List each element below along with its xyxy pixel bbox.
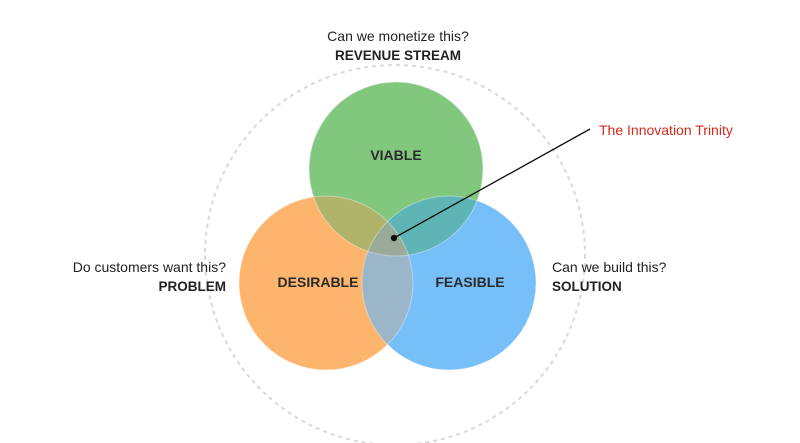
outer-dashed-ring	[204, 64, 586, 443]
top-question: Can we monetize this?	[327, 28, 469, 44]
left-label: PROBLEM	[159, 279, 227, 294]
feasible-outline	[361, 195, 537, 371]
desirable-label: DESIRABLE	[278, 274, 359, 290]
viable-label: VIABLE	[370, 147, 421, 163]
feasible-label: FEASIBLE	[435, 274, 504, 290]
callout-pointer-line	[393, 128, 591, 239]
viable-desirable-overlap	[309, 196, 413, 256]
innovation-trinity-callout: The Innovation Trinity	[599, 122, 733, 138]
left-question: Do customers want this?	[73, 259, 226, 275]
right-label: SOLUTION	[552, 279, 622, 294]
desirable-outline	[238, 195, 414, 371]
callout-pointer-dot	[390, 234, 398, 242]
viable-outline	[308, 81, 484, 257]
top-label: REVENUE STREAM	[335, 48, 461, 63]
right-question: Can we build this?	[552, 259, 667, 275]
viable-feasible-overlap	[362, 196, 483, 256]
